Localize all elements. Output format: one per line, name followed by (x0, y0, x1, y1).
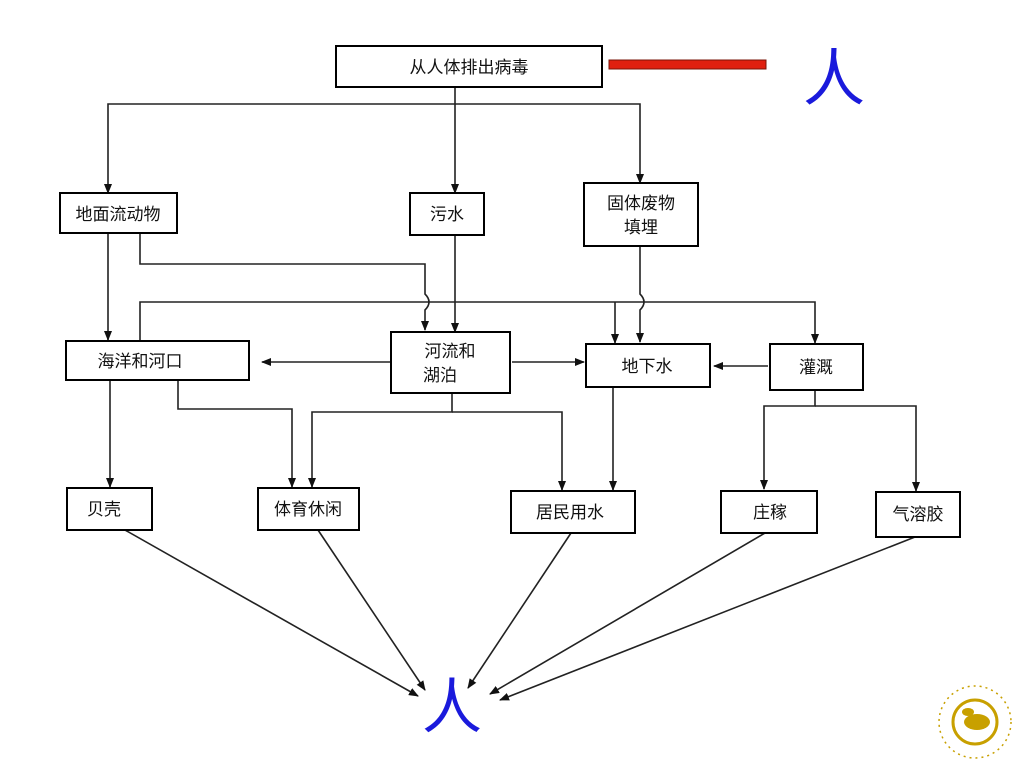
node-solid-waste-label-1: 固体废物 (607, 194, 675, 214)
node-aerosol: 气溶胶 (875, 491, 961, 538)
node-crops: 庄稼 (720, 490, 818, 534)
node-rivers: 河流和 湖泊 (390, 331, 511, 394)
node-recreation: 体育休闲 (257, 487, 360, 531)
node-irrigation-label: 灌溉 (799, 358, 833, 378)
node-shellfish: 贝壳 (66, 487, 153, 531)
connector-solid-waste-to-groundwater (636, 246, 645, 343)
connectors (104, 87, 920, 701)
node-shellfish-label: 贝壳 (87, 500, 121, 520)
person-label-top: 人 (803, 42, 865, 115)
node-crops-label: 庄稼 (753, 503, 787, 523)
connector-irrigation-to-aerosol (815, 405, 920, 492)
connector-shellfish-to-person (124, 529, 419, 697)
connector-aerosol-to-person (499, 536, 916, 701)
red-bar (608, 59, 767, 70)
node-sewage-label: 污水 (430, 205, 464, 225)
node-runoff: 地面流动物 (59, 192, 178, 234)
connector-drinking-water-to-person (467, 532, 572, 689)
node-ocean: 海洋和河口 (65, 340, 250, 381)
connector-crops-to-person (489, 532, 766, 695)
node-source-label: 从人体排出病毒 (410, 58, 529, 78)
node-rivers-label-1: 河流和 (425, 342, 476, 362)
node-groundwater-label: 地下水 (622, 357, 673, 377)
connector-source-to-runoff (104, 87, 456, 194)
connector-runoff-to-rivers (139, 233, 430, 331)
connector-rivers-to-drinking-water (452, 411, 566, 491)
connector-ocean-to-recreation (177, 380, 296, 488)
person-label-bottom: 人 (422, 673, 482, 743)
node-sewage: 污水 (409, 192, 485, 236)
node-rivers-label-2: 湖泊 (423, 366, 457, 386)
node-solid-waste: 固体废物 填埋 (583, 182, 699, 247)
node-irrigation: 灌溉 (769, 343, 864, 391)
connector-irrigation-distribution (139, 301, 819, 344)
connector-source-to-solid-waste (455, 103, 644, 184)
node-drinking-water-label: 居民用水 (536, 503, 604, 523)
node-aerosol-label: 气溶胶 (893, 505, 944, 525)
node-solid-waste-label-2: 填埋 (624, 218, 658, 238)
node-recreation-label: 体育休闲 (274, 500, 342, 520)
node-drinking-water: 居民用水 (510, 490, 636, 534)
connector-irrigation-to-crops (760, 390, 816, 490)
node-source: 从人体排出病毒 (335, 45, 603, 88)
connector-rivers-split (308, 393, 453, 488)
node-ocean-label: 海洋和河口 (98, 352, 183, 372)
connector-recreation-to-person (317, 529, 426, 691)
cdc-logo-icon (938, 685, 1012, 759)
node-runoff-label: 地面流动物 (76, 205, 161, 225)
node-groundwater: 地下水 (585, 343, 711, 388)
